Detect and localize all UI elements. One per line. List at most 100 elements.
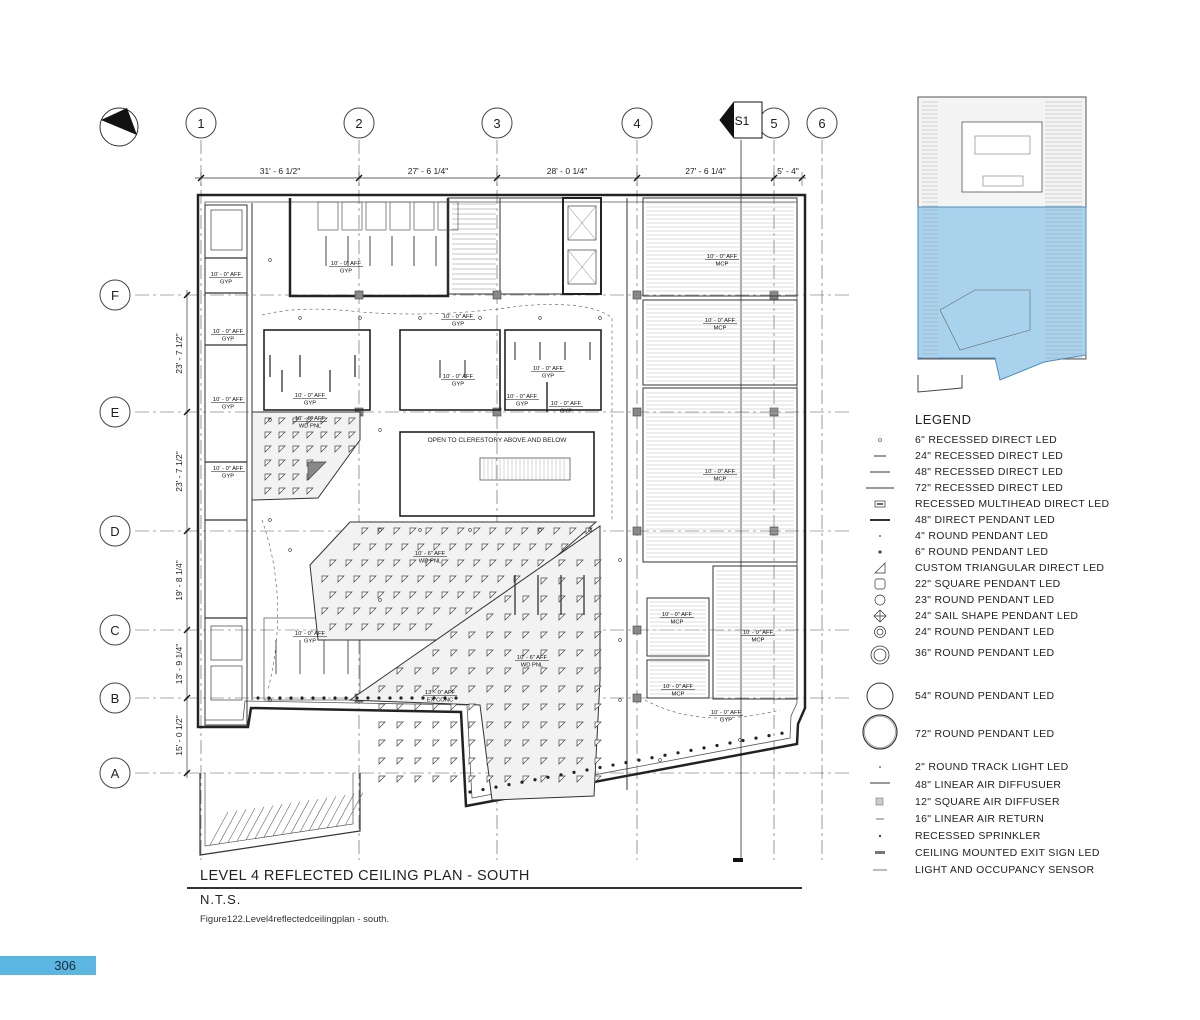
triangular-fixture: [414, 757, 422, 765]
terrace-hatch: [218, 810, 238, 844]
triangular-fixture: [576, 775, 584, 783]
triangular-fixture: [377, 623, 385, 631]
triangular-fixture: [377, 559, 385, 567]
figure-caption: Figure122.Level4reflectedceilingplan - s…: [200, 914, 390, 925]
dimension-tick: [183, 626, 191, 634]
triangular-fixture: [558, 721, 566, 729]
triangular-fixture: [594, 757, 602, 765]
legend-item: 12" SQUARE AIR DIFFUSER: [856, 794, 1186, 810]
triangular-fixture: [540, 685, 548, 693]
legend-item-label: 24" SAIL SHAPE PENDANT LED: [915, 610, 1079, 622]
elevator-shaft: [562, 197, 602, 295]
triangular-fixture: [522, 595, 530, 603]
triangular-fixture: [353, 575, 361, 583]
triangular-fixture: [489, 559, 497, 567]
track-light: [278, 696, 282, 700]
triangular-fixture: [504, 757, 512, 765]
exterior-wall: [196, 193, 807, 808]
triangular-fixture: [576, 595, 584, 603]
legend-item: 23" ROUND PENDANT LED: [856, 592, 1186, 608]
track-light: [410, 696, 414, 700]
triangular-fixture: [540, 631, 548, 639]
recessed-sprinkler: [378, 528, 382, 532]
triangular-fixture: [522, 739, 530, 747]
structural-column: [632, 625, 642, 635]
column-bubble-label: 5: [770, 116, 777, 131]
dot-icon: [878, 550, 882, 554]
triangular-fixture: [345, 559, 353, 567]
triangular-fixture: [505, 559, 513, 567]
terrace-hatch: [290, 800, 310, 834]
track-light-icon: [879, 766, 881, 768]
legend-item-label: LIGHT AND OCCUPANCY SENSOR: [915, 864, 1095, 876]
office-room: [712, 565, 798, 700]
ceiling-material: GYP: [222, 405, 234, 411]
ceiling-fixtures: [256, 236, 784, 794]
track-light: [366, 696, 370, 700]
recessed-sprinkler: [618, 638, 622, 642]
vertical-dimension-label: 15' - 0 1/2": [174, 715, 184, 756]
row-bubble-label: B: [111, 691, 120, 706]
triangular-fixture: [385, 575, 393, 583]
triangular-fixture: [292, 487, 300, 495]
toilet-stall: [437, 201, 459, 231]
legend-item: CEILING MOUNTED EXIT SIGN LED: [856, 845, 1186, 861]
triangular-fixture: [522, 685, 530, 693]
track-light: [507, 783, 511, 787]
track-light: [344, 696, 348, 700]
triangular-fixture: [369, 543, 377, 551]
triangular-fixture: [432, 703, 440, 711]
terrace-outline: [199, 773, 361, 856]
triangular-fixture: [558, 631, 566, 639]
triangular-fixture: [449, 575, 457, 583]
recessed-sprinkler: [658, 758, 662, 762]
triangular-fixture: [320, 445, 328, 453]
triangular-fixture: [449, 543, 457, 551]
plan-scale: N.T.S.: [200, 892, 242, 907]
triangular-fixture: [306, 487, 314, 495]
horizontal-dimension-label: 31' - 6 1/2": [260, 166, 301, 176]
office-room: [646, 659, 710, 699]
terrace-hatch: [317, 796, 337, 830]
ceiling-material: MCP: [672, 692, 685, 698]
legend-item-label: 24" RECESSED DIRECT LED: [915, 450, 1064, 462]
terrace-hatch: [245, 806, 265, 840]
legend-item: 72" RECESSED DIRECT LED: [856, 480, 1186, 496]
triangular-fixture: [414, 703, 422, 711]
recessed-sprinkler: [378, 598, 382, 602]
triangular-fixture: [348, 417, 356, 425]
terrace-inner: [204, 773, 354, 847]
triangular-fixture: [377, 591, 385, 599]
ceiling-material: GYP: [452, 382, 464, 388]
triangular-fixture: [521, 559, 529, 567]
triangular-fixture: [576, 577, 584, 585]
vertical-dimension-label: 23' - 7 1/2": [174, 333, 184, 374]
vertical-dimension-label: 19' - 8 1/4": [174, 560, 184, 601]
triangular-fixture: [264, 431, 272, 439]
column-bubble-label: 1: [197, 116, 204, 131]
legend-item-label: 54" ROUND PENDANT LED: [915, 690, 1055, 702]
triangular-fixture: [361, 559, 369, 567]
track-light: [322, 696, 326, 700]
triangular-fixture: [432, 649, 440, 657]
triangular-fixture: [378, 685, 386, 693]
triangular-fixture: [594, 703, 602, 711]
ceiling-height-value: 10' - 0" AFF: [743, 630, 774, 636]
track-light: [388, 696, 392, 700]
recessed-sprinkler: [378, 428, 382, 432]
triangular-fixture: [521, 527, 529, 535]
open-office-bay: [642, 197, 798, 297]
triangular-fixture: [576, 667, 584, 675]
triangular-fixture: [576, 631, 584, 639]
large-circle-icon: [866, 682, 894, 710]
triangular-fixture: [278, 417, 286, 425]
triangular-fixture: [522, 613, 530, 621]
legend-item: 24" SAIL SHAPE PENDANT LED: [856, 608, 1186, 624]
legend-item-label: CEILING MOUNTED EXIT SIGN LED: [915, 847, 1100, 859]
column-bubble: [343, 107, 375, 139]
triangular-fixture: [497, 543, 505, 551]
office-room: [646, 597, 710, 657]
